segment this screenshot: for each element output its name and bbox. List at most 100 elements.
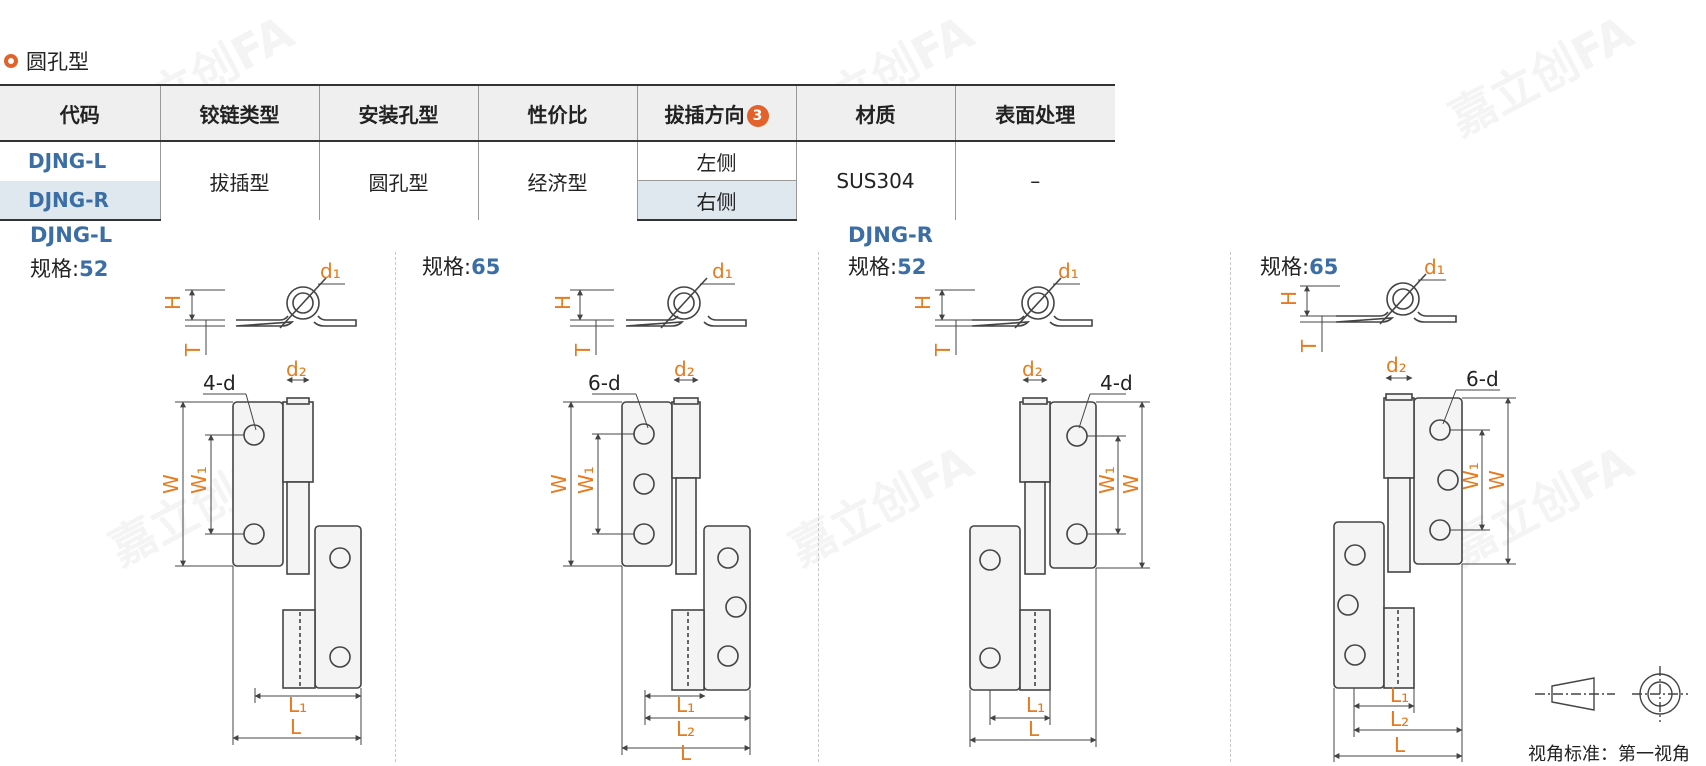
section-title: 圆孔型 — [4, 48, 89, 74]
drawing-code: DJNG-R — [848, 223, 933, 247]
side-view — [1335, 273, 1457, 325]
dim-l: L — [680, 741, 692, 765]
view-standard-caption: 视角标准：第一视角 — [1528, 744, 1690, 765]
front-view — [1333, 393, 1463, 689]
drawing-djng-r-52 — [935, 277, 1150, 747]
header-code: 代码 — [0, 84, 160, 142]
cell-direction: 左侧 — [636, 141, 796, 181]
dimension-lines — [935, 283, 1150, 747]
dim-t: T — [1297, 339, 1321, 353]
divider — [395, 252, 396, 762]
spec-label: 规格: — [422, 255, 472, 279]
drawing-djng-r-65 — [1300, 273, 1516, 762]
front-view — [969, 397, 1097, 691]
dimension-labels: d₁ H T d₂ 4-d W W₁ L₁ L d₁ H T d₂ 6-d W … — [159, 255, 1509, 765]
dim-t: T — [181, 343, 205, 357]
dim-h: H — [1277, 291, 1301, 306]
dim-holes: 6-d — [1466, 367, 1499, 391]
dim-l2: L₂ — [1390, 707, 1409, 731]
ring-bullet-icon — [4, 54, 18, 68]
dim-d2: d₂ — [286, 357, 307, 381]
dim-l: L — [290, 715, 302, 739]
front-view — [232, 397, 362, 689]
dim-l1: L₁ — [1026, 693, 1045, 717]
dimension-lines — [1300, 279, 1516, 762]
dim-w1: W₁ — [574, 466, 598, 494]
dim-t: T — [571, 343, 595, 357]
divider — [818, 252, 819, 762]
dim-l: L — [1028, 717, 1040, 741]
dim-h: H — [161, 295, 185, 310]
dim-h: H — [911, 295, 935, 310]
header-hinge-type: 铰链类型 — [159, 84, 319, 142]
spec-value: 52 — [897, 255, 927, 279]
cell-hinge-type: 拔插型 — [159, 141, 319, 220]
cell-direction: 右侧 — [636, 180, 796, 221]
dim-w: W — [1119, 474, 1143, 494]
dim-w1: W₁ — [187, 466, 211, 494]
header-hole-type: 安装孔型 — [318, 84, 478, 142]
dim-d2: d₂ — [674, 357, 695, 381]
dim-w: W — [159, 474, 183, 494]
dim-w1: W₁ — [1459, 462, 1483, 490]
first-angle-projection-icon — [1535, 666, 1688, 722]
note-badge: 3 — [746, 105, 769, 127]
spec-value: 65 — [1309, 255, 1339, 279]
spec-value: 52 — [79, 257, 109, 281]
drawing-spec: 规格:52 — [30, 253, 108, 283]
header-direction-text: 拔插方向 — [664, 102, 745, 127]
dim-d2: d₂ — [1022, 357, 1043, 381]
divider — [1230, 252, 1231, 762]
header-surface: 表面处理 — [954, 84, 1115, 142]
dim-d1: d₁ — [1424, 255, 1445, 279]
dimension-lines — [563, 283, 751, 755]
spec-label: 规格: — [848, 255, 898, 279]
dim-l: L — [1394, 733, 1406, 757]
drawing-spec: 规格:65 — [1260, 251, 1338, 281]
cell-value: 经济型 — [477, 141, 637, 220]
dim-t: T — [931, 343, 955, 357]
cell-hole-type: 圆孔型 — [318, 141, 478, 220]
spec-label: 规格: — [30, 257, 80, 281]
side-view — [971, 277, 1093, 329]
dim-h: H — [551, 295, 575, 310]
cell-code: DJNG-R — [0, 180, 160, 221]
dim-w1: W₁ — [1095, 466, 1119, 494]
header-value: 性价比 — [477, 84, 637, 142]
drawing-djng-l-65 — [563, 277, 751, 755]
spec-label: 规格: — [1260, 255, 1310, 279]
dim-holes: 4-d — [1100, 371, 1133, 395]
spec-value: 65 — [471, 255, 501, 279]
side-view — [235, 277, 357, 329]
header-material: 材质 — [795, 84, 955, 142]
section-title-text: 圆孔型 — [26, 50, 89, 74]
table-row: DJNG-L 拔插型 圆孔型 经济型 左侧 SUS304 – — [0, 141, 1115, 220]
dim-l1: L₁ — [676, 693, 695, 717]
dim-holes: 6-d — [588, 371, 621, 395]
dim-l1: L₁ — [1390, 683, 1409, 707]
dim-d1: d₁ — [712, 259, 733, 283]
dim-d1: d₁ — [1058, 259, 1079, 283]
dim-l1: L₁ — [288, 693, 307, 717]
drawing-code: DJNG-L — [30, 223, 113, 247]
dim-d1: d₁ — [320, 259, 341, 283]
dim-d2: d₂ — [1386, 353, 1407, 377]
dim-holes: 4-d — [203, 371, 236, 395]
dim-w: W — [547, 474, 571, 494]
drawing-spec: 规格:65 — [422, 251, 500, 281]
side-view — [625, 277, 747, 329]
drawing-spec: 规格:52 — [848, 251, 926, 281]
dimension-lines — [175, 283, 362, 745]
dim-l2: L₂ — [676, 717, 695, 741]
drawing-djng-l-52 — [175, 277, 362, 745]
dim-w: W — [1485, 470, 1509, 490]
cell-material: SUS304 — [795, 141, 955, 220]
table-row: DJNG-R 右侧 — [0, 180, 1115, 221]
cell-surface: – — [954, 141, 1115, 220]
cell-code: DJNG-L — [28, 149, 107, 174]
front-view — [621, 397, 751, 691]
